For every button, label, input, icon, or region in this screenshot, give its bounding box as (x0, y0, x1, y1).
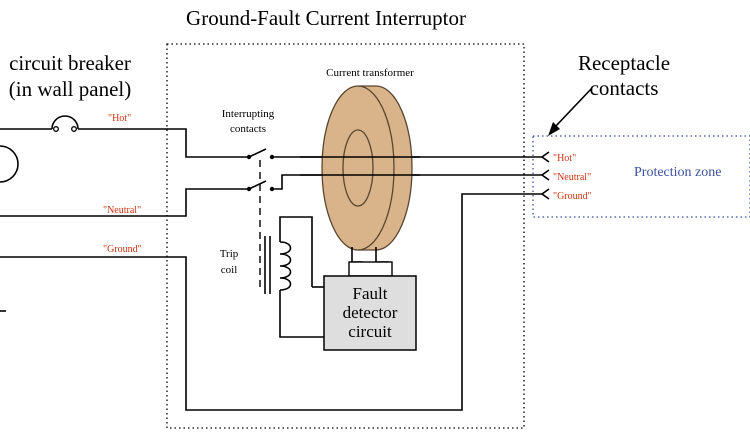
fault-detector-label-line2: detector (343, 303, 398, 322)
ct-terminal-block (348, 261, 393, 277)
trip-coil-label-line1: Trip (220, 248, 239, 260)
fault-detector-label-line1: Fault (353, 284, 388, 303)
ground-wire (0, 193, 542, 411)
receptacle-arrow (548, 87, 593, 136)
protection-zone-label: Protection zone (634, 165, 721, 180)
fault-detector-circuit: Fault detector circuit (323, 275, 417, 351)
receptacle-contacts (540, 151, 550, 200)
source-symbol (0, 145, 19, 183)
protection-zone-boundary (532, 135, 750, 218)
gfci-device-boundary (166, 43, 525, 429)
interrupting-contacts-label-line2: contacts (230, 123, 266, 135)
diagram-title: Ground-Fault Current Interruptor (186, 6, 466, 30)
current-transformer (321, 85, 413, 251)
receptacle-label-line2: contacts (590, 76, 659, 100)
breaker-label-line2: (in wall panel) (9, 77, 131, 101)
wire-label-ground-left: "Ground" (103, 244, 142, 255)
wire-label-neutral-left: "Neutral" (103, 205, 141, 216)
hot-wire (0, 115, 542, 158)
wire-label-hot-left: "Hot" (108, 113, 131, 124)
interrupting-contacts-label-line1: Interrupting (222, 108, 275, 120)
breaker-label-line1: circuit breaker (9, 51, 131, 75)
receptacle-label-line1: Receptacle (578, 51, 670, 75)
trip-coil-label-line2: coil (221, 264, 238, 276)
wire-label-ground-right: "Ground" (553, 191, 592, 202)
neutral-wire (0, 174, 542, 217)
trip-coil (264, 216, 324, 338)
current-transformer-label: Current transformer (326, 67, 414, 79)
interrupting-contacts (246, 148, 275, 292)
wire-label-hot-right: "Hot" (553, 153, 576, 164)
wire-label-neutral-right: "Neutral" (553, 172, 591, 183)
fault-detector-label-line3: circuit (348, 322, 392, 341)
